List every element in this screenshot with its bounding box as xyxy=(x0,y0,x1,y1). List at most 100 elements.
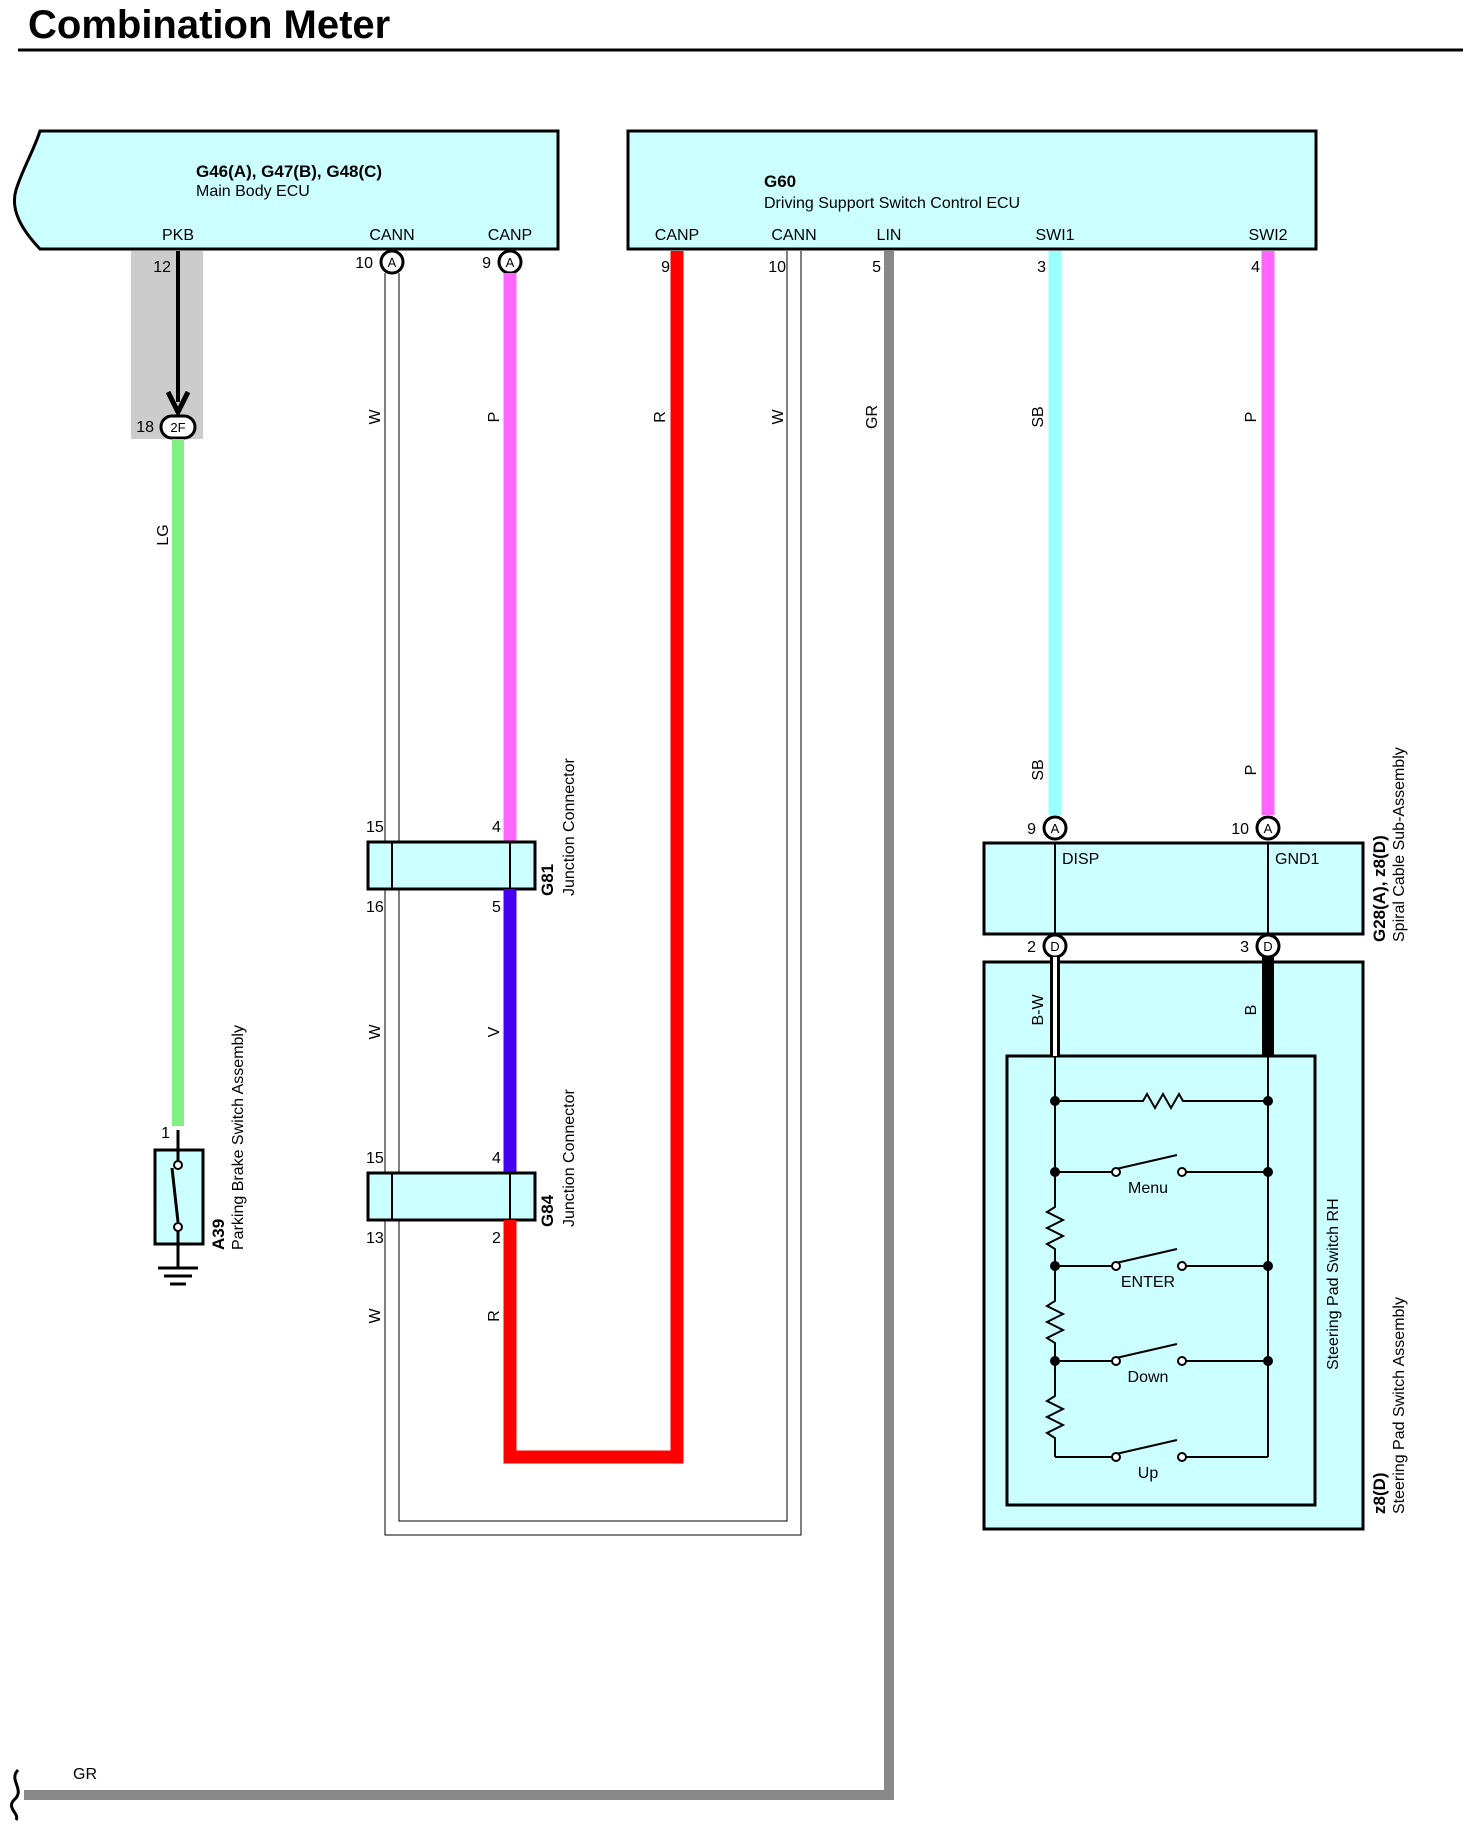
a39-pin-number: 1 xyxy=(161,1125,170,1142)
g84-pin-tr: 4 xyxy=(492,1150,501,1167)
spiral-bottom-right-number: 3 xyxy=(1240,939,1249,956)
spiral-code: G28(A), z8(D) xyxy=(1370,835,1389,942)
g81-name: Junction Connector xyxy=(561,757,578,896)
pin-pkb-label: PKB xyxy=(162,227,194,244)
wire-r-label-lower: R xyxy=(486,1310,503,1322)
spiral-cable-box xyxy=(982,841,1365,936)
junction-2f-oval xyxy=(159,414,197,440)
driving-support-ecu-name: Driving Support Switch Control ECU xyxy=(764,195,1020,212)
dse-cann-number: 10 xyxy=(768,259,786,276)
spiral-pin-gnd1: GND1 xyxy=(1275,851,1320,868)
wire-w-outer-right xyxy=(398,251,788,1522)
g84-pin-tl: 15 xyxy=(366,1150,384,1167)
a39-contact-bottom xyxy=(173,1222,183,1232)
a39-code: A39 xyxy=(209,1219,228,1250)
steering-pad-inner-box xyxy=(1005,1054,1317,1507)
spiral-gnd1-number: 10 xyxy=(1231,821,1249,838)
g81-pin-bl: 16 xyxy=(366,899,384,916)
g81-pin-tl: 15 xyxy=(366,819,384,836)
pkb-pin-number: 12 xyxy=(153,259,171,276)
driving-support-ecu-box xyxy=(626,129,1318,251)
dse-pin-swi2: SWI2 xyxy=(1248,227,1287,244)
cann-pin-circle xyxy=(379,249,405,275)
g84-pin-bl: 13 xyxy=(366,1230,384,1247)
dse-canp-number: 9 xyxy=(661,259,670,276)
g84-name: Junction Connector xyxy=(561,1088,578,1227)
wire-b-label: B xyxy=(1243,1005,1260,1016)
spiral-pin-disp: DISP xyxy=(1062,851,1099,868)
wire-sb-label-lower: SB xyxy=(1030,759,1047,780)
steering-pad-inner-name: Steering Pad Switch RH xyxy=(1325,1198,1342,1370)
main-body-ecu-code: G46(A), G47(B), G48(C) xyxy=(196,162,382,181)
junction-shade xyxy=(131,251,203,439)
wire-p-left-label: P xyxy=(486,412,503,423)
a39-blade xyxy=(170,1167,180,1223)
g81-box xyxy=(366,840,537,891)
spiral-name: Spiral Cable Sub-Assembly xyxy=(1391,747,1408,942)
spiral-disp-number: 9 xyxy=(1027,821,1036,838)
g84-box xyxy=(366,1171,537,1222)
wire-lg-label: LG xyxy=(155,524,172,545)
wire-gr-label-horizontal: GR xyxy=(73,1766,97,1783)
spiral-disp-letter: A xyxy=(1051,821,1060,836)
wire-w-label-4: W xyxy=(770,409,787,425)
g81-code: G81 xyxy=(538,864,557,896)
main-body-ecu-name: Main Body ECU xyxy=(196,183,310,200)
wire-w-label-1: W xyxy=(367,409,384,425)
steering-pad-code: z8(D) xyxy=(1370,1472,1389,1514)
a39-contact-top xyxy=(173,1160,183,1170)
spiral-gnd1-pin-circle xyxy=(1255,815,1281,841)
dse-pin-canp: CANP xyxy=(655,227,699,244)
wire-sb-label-upper: SB xyxy=(1030,406,1047,427)
wire-v-label: V xyxy=(486,1026,503,1037)
wire-r-label-upper: R xyxy=(652,411,669,423)
dse-lin-number: 5 xyxy=(872,259,881,276)
switch-up-label: Up xyxy=(1138,1465,1159,1482)
dse-swi1-number: 3 xyxy=(1037,259,1046,276)
switch-contacts xyxy=(1111,1167,1187,1462)
a39-name: Parking Brake Switch Assembly xyxy=(230,1025,247,1250)
wire-p-right-label-lower: P xyxy=(1243,765,1260,776)
wire-bw-label: B-W xyxy=(1030,994,1047,1026)
pin-cann-label: CANN xyxy=(369,227,414,244)
wire-r xyxy=(503,251,684,1464)
dse-pin-lin: LIN xyxy=(877,227,902,244)
dse-pin-swi1: SWI1 xyxy=(1035,227,1074,244)
switch-menu-label: Menu xyxy=(1128,1180,1168,1197)
spiral-bottom-right-letter: D xyxy=(1263,939,1272,954)
switch-down-label: Down xyxy=(1128,1369,1169,1386)
cann-conn-letter: A xyxy=(388,255,397,270)
wire-w-label-2: W xyxy=(367,1024,384,1040)
canp-conn-letter: A xyxy=(506,255,515,270)
ground-icon xyxy=(158,1266,198,1286)
steering-pad-circuit xyxy=(1044,1056,1269,1458)
junction-2f-code: 2F xyxy=(170,420,185,435)
spiral-bottom-left-letter: D xyxy=(1050,939,1059,954)
junction-2f-number: 18 xyxy=(136,419,154,436)
spiral-gnd1-letter: A xyxy=(1264,821,1273,836)
g81-pin-br: 5 xyxy=(492,899,501,916)
page-title: Combination Meter xyxy=(28,3,390,47)
junction-dots xyxy=(1050,1096,1273,1366)
steering-pad-name: Steering Pad Switch Assembly xyxy=(1391,1297,1408,1514)
wire-p-right-label-upper: P xyxy=(1243,412,1260,423)
g84-code: G84 xyxy=(538,1194,557,1227)
wire-w-outer-left xyxy=(384,251,802,1536)
spiral-disp-pin-circle xyxy=(1042,815,1068,841)
dse-pin-cann: CANN xyxy=(771,227,816,244)
spiral-bottom-left-number: 2 xyxy=(1027,939,1036,956)
driving-support-ecu-code: G60 xyxy=(764,172,796,191)
arrow-down-icon xyxy=(165,390,191,418)
g81-pin-tr: 4 xyxy=(492,819,501,836)
wire-gr-label-vertical: GR xyxy=(864,405,881,429)
main-body-ecu-box xyxy=(13,129,560,251)
g84-pin-br: 2 xyxy=(492,1230,501,1247)
wire-gr xyxy=(24,251,894,1800)
canp-pin-number: 9 xyxy=(482,255,491,272)
switch-enter-label: ENTER xyxy=(1121,1274,1175,1291)
dse-swi2-number: 4 xyxy=(1251,259,1260,276)
pin-canp-label: CANP xyxy=(488,227,532,244)
cann-pin-number: 10 xyxy=(355,255,373,272)
wire-w-label-3: W xyxy=(367,1308,384,1324)
